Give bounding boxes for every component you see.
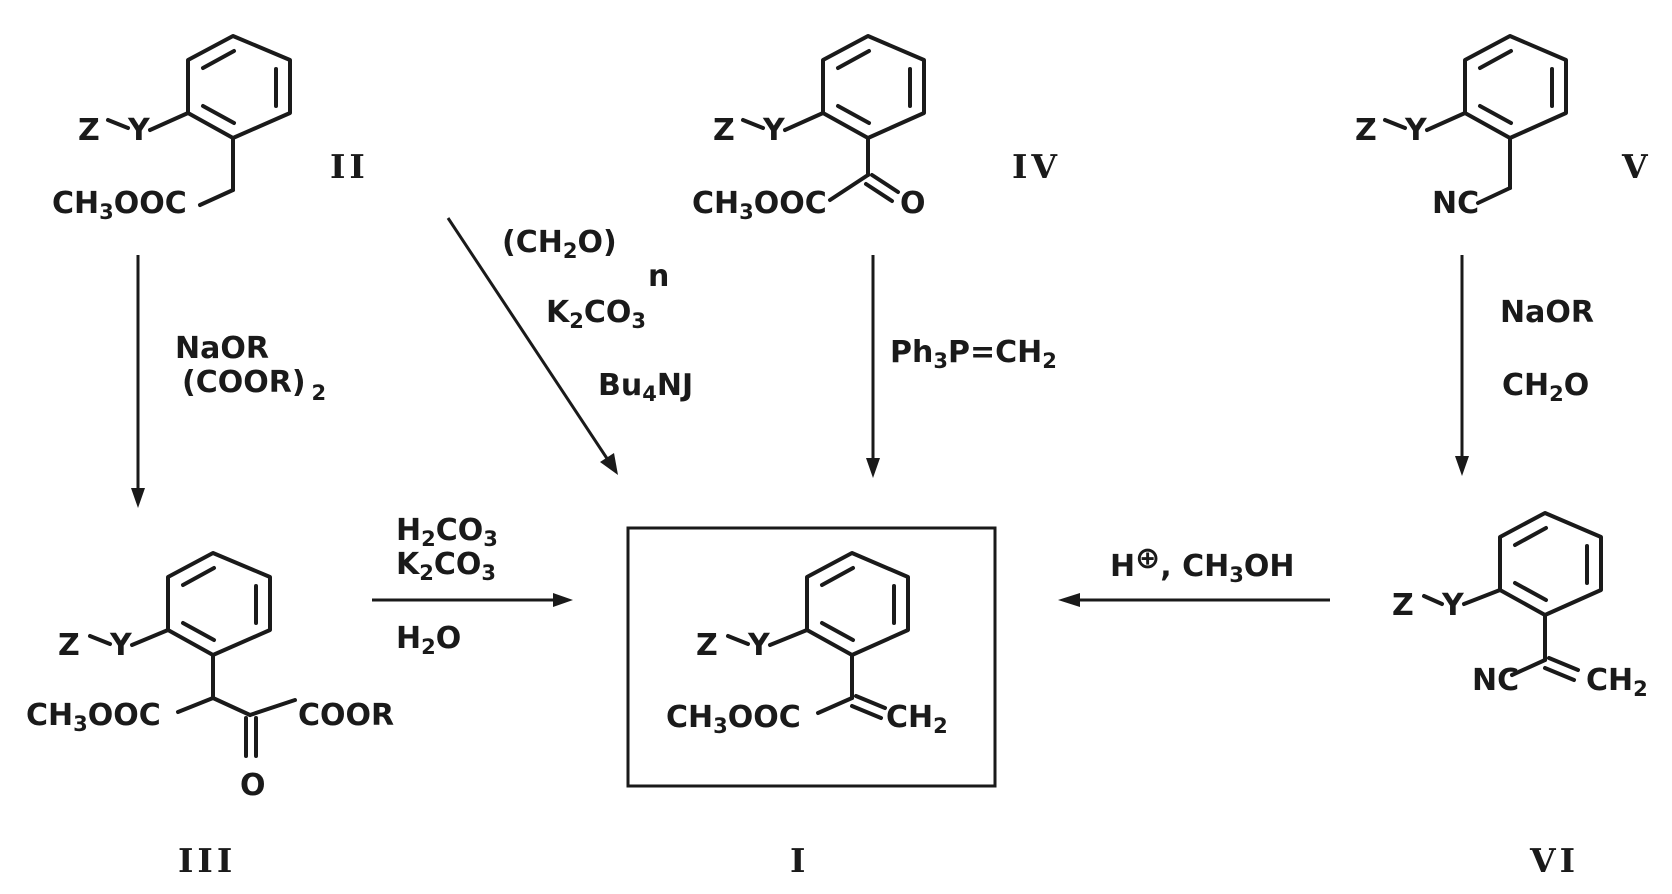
y-atom: Y: [109, 628, 133, 663]
bond: [213, 698, 250, 715]
arrow-VI-to-I: [1058, 593, 1330, 607]
benzene-ring: [1500, 513, 1601, 615]
reagents-III-to-I: H2CO3 K2CO3 H2O: [396, 513, 498, 659]
benzene-ring: [1465, 36, 1566, 138]
y-atom: Y: [747, 628, 771, 663]
compound-I: Z Y CH3OOC CH2 I: [628, 528, 995, 880]
bond: [830, 175, 868, 200]
double-bond: [856, 696, 885, 708]
bond: [1478, 188, 1510, 203]
bond: [1427, 113, 1465, 130]
bond: [250, 700, 295, 715]
compound-label: IV: [1012, 147, 1061, 186]
y-atom: Y: [1404, 113, 1428, 148]
arrow-II-to-III: [131, 255, 145, 508]
reagent-line: CH2O: [1502, 368, 1589, 406]
double-bond: [852, 706, 881, 718]
reagent-line: H2O: [396, 621, 461, 659]
z-atom: Z: [1355, 113, 1377, 148]
bond: [1385, 120, 1405, 128]
ketone-oxygen: O: [240, 768, 266, 803]
reagent-line: Bu4NJ: [598, 368, 693, 406]
reagent-line: K2CO3: [396, 547, 496, 585]
bond: [132, 630, 168, 645]
carbonyl-oxygen: O: [900, 186, 926, 221]
compound-label: V: [1621, 147, 1652, 186]
z-atom: Z: [713, 113, 735, 148]
z-atom: Z: [696, 628, 718, 663]
reagent-line: NaOR: [175, 331, 269, 366]
reagent-line: H2CO3: [396, 513, 498, 551]
bond: [785, 113, 823, 130]
benzene-ring: [823, 36, 924, 138]
bond: [108, 120, 128, 128]
ester-group: CH3OOC: [666, 700, 801, 738]
reagent-line: K2CO3: [546, 295, 646, 333]
z-atom: Z: [78, 113, 100, 148]
bond: [743, 120, 763, 128]
z-atom: Z: [58, 628, 80, 663]
nitrile-group: NC: [1472, 663, 1519, 698]
reagent-line: Ph3P=CH2: [890, 335, 1057, 373]
bond: [1464, 590, 1500, 604]
methylene-group: CH2: [1586, 663, 1648, 701]
ester-group: CH3OOC: [52, 186, 187, 224]
compound-III: Z Y CH3OOC COOR O III: [26, 553, 394, 880]
reagent-line: H⊕, CH3OH: [1110, 541, 1294, 587]
benzene-ring: [807, 553, 908, 655]
reagents-IV-to-I: Ph3P=CH2: [890, 335, 1057, 373]
z-atom: Z: [1392, 588, 1414, 623]
methylene-group: CH2: [886, 700, 948, 738]
nitrile-group: NC: [1432, 186, 1479, 221]
arrow-V-to-VI: [1455, 255, 1469, 476]
reagent-line: NaOR: [1500, 295, 1594, 330]
y-atom: Y: [1441, 588, 1465, 623]
reagent-subscript-n: n: [648, 259, 669, 294]
compound-label: I: [790, 841, 809, 880]
arrow-III-to-I: [372, 593, 573, 607]
double-bond: [1549, 658, 1578, 670]
y-atom: Y: [127, 113, 151, 148]
bond: [200, 190, 233, 205]
reagent-line: (CH2O): [502, 225, 617, 263]
ester-group: CH3OOC: [692, 186, 827, 224]
bond: [178, 698, 213, 712]
compound-V: Z Y NC V: [1355, 36, 1652, 221]
compound-VI: Z Y NC CH2 VI: [1392, 513, 1648, 880]
reagents-II-to-I: (CH2O) n K2CO3 Bu4NJ: [502, 225, 693, 406]
ester-cooR: COOR: [298, 698, 394, 733]
bond: [150, 113, 188, 130]
y-atom: Y: [762, 113, 786, 148]
compound-label: II: [330, 147, 369, 186]
product-box: [628, 528, 995, 786]
benzene-ring: [168, 553, 270, 655]
double-bond: [1545, 668, 1574, 680]
benzene-ring: [188, 36, 290, 138]
compound-II: Z Y CH3OOC II: [52, 36, 369, 224]
reagents-V-to-VI: NaOR CH2O: [1500, 295, 1594, 406]
reagents-II-to-III: NaOR (COOR)2: [175, 331, 326, 405]
reagents-VI-to-I: H⊕, CH3OH: [1110, 541, 1294, 587]
compound-IV: Z Y CH3OOC O IV: [692, 36, 1061, 224]
arrow-IV-to-I: [866, 255, 880, 478]
compound-label: III: [178, 841, 236, 880]
bond: [1424, 596, 1442, 604]
ester-group: CH3OOC: [26, 698, 161, 736]
reagent-line: (COOR)2: [182, 365, 326, 405]
compound-label: VI: [1529, 841, 1579, 880]
bond: [728, 636, 748, 644]
bond: [90, 636, 110, 644]
bond: [770, 630, 807, 645]
bond: [818, 698, 852, 713]
